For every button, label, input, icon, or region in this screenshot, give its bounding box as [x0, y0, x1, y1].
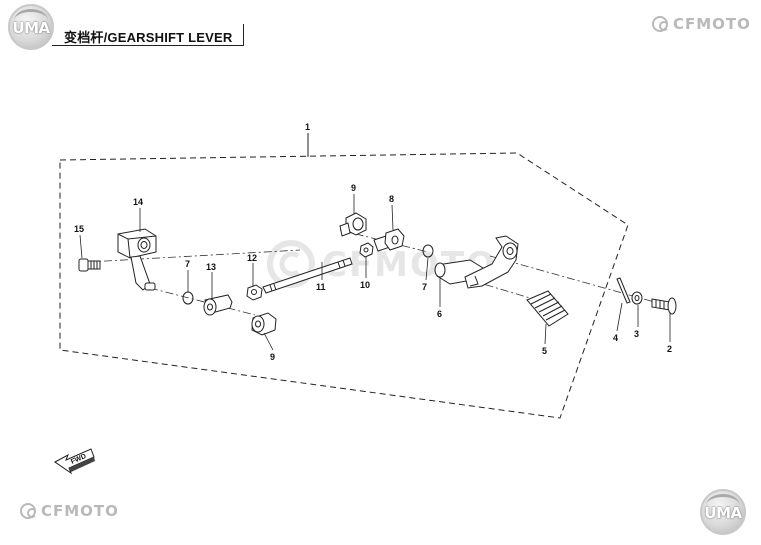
part-washer-4 [616, 277, 631, 304]
uma-logo-arc [706, 494, 740, 517]
uma-logo-text: UMA [12, 19, 50, 37]
cfmoto-logo-text: CFMOTO [41, 502, 119, 520]
part-bolt-15 [78, 258, 101, 272]
part-footpeg-rubber-5 [526, 290, 569, 327]
callout-3: 3 [634, 329, 639, 339]
part-nut-10 [359, 242, 374, 258]
part-pivot-bolt-2 [651, 297, 677, 315]
title-box: 变档杆/GEARSHIFT LEVER [52, 24, 244, 46]
callout-4: 4 [613, 333, 618, 343]
part-ball-joint-9-lower [251, 312, 277, 336]
callout-9-lower: 9 [270, 352, 275, 362]
page-title: 变档杆/GEARSHIFT LEVER [64, 30, 233, 45]
part-shift-arm-14 [117, 228, 157, 291]
part-shift-rod-11 [262, 257, 353, 294]
part-rod-end-8 [373, 228, 405, 252]
callout-1: 1 [305, 122, 310, 132]
callout-12: 12 [247, 253, 257, 263]
callout-15: 15 [74, 224, 84, 234]
cfmoto-mark-icon [20, 503, 37, 519]
callout-5: 5 [542, 346, 547, 356]
callout-7-left: 7 [185, 259, 190, 269]
part-nut-12 [246, 284, 263, 301]
uma-logo-top: UMA [8, 4, 54, 50]
callout-10: 10 [360, 280, 370, 290]
fwd-arrow-icon: FWD [54, 448, 95, 475]
assembly-outline [59, 152, 629, 419]
uma-logo-text: UMA [704, 504, 742, 522]
part-ball-joint-9-upper [339, 212, 367, 237]
callout-13: 13 [206, 262, 216, 272]
callout-9-upper: 9 [351, 183, 356, 193]
callout-8: 8 [389, 194, 394, 204]
callout-2: 2 [667, 344, 672, 354]
cfmoto-logo-text: CFMOTO [673, 15, 751, 33]
cfmoto-logo-top: CFMOTO [652, 15, 751, 33]
part-washer-3 [631, 291, 643, 305]
callout-14: 14 [133, 197, 143, 207]
cfmoto-mark-icon [652, 16, 669, 32]
callout-7-right: 7 [422, 282, 427, 292]
uma-logo-bottom: UMA [700, 489, 746, 535]
part-circlip-7-right [422, 244, 434, 258]
part-bushing-13 [203, 294, 233, 316]
callout-6: 6 [437, 309, 442, 319]
part-pedal-arm-6 [434, 235, 519, 289]
callout-11: 11 [316, 282, 326, 292]
uma-logo-arc [14, 9, 48, 32]
callout-leaders [79, 194, 671, 351]
cfmoto-logo-bottom: CFMOTO [20, 502, 119, 520]
